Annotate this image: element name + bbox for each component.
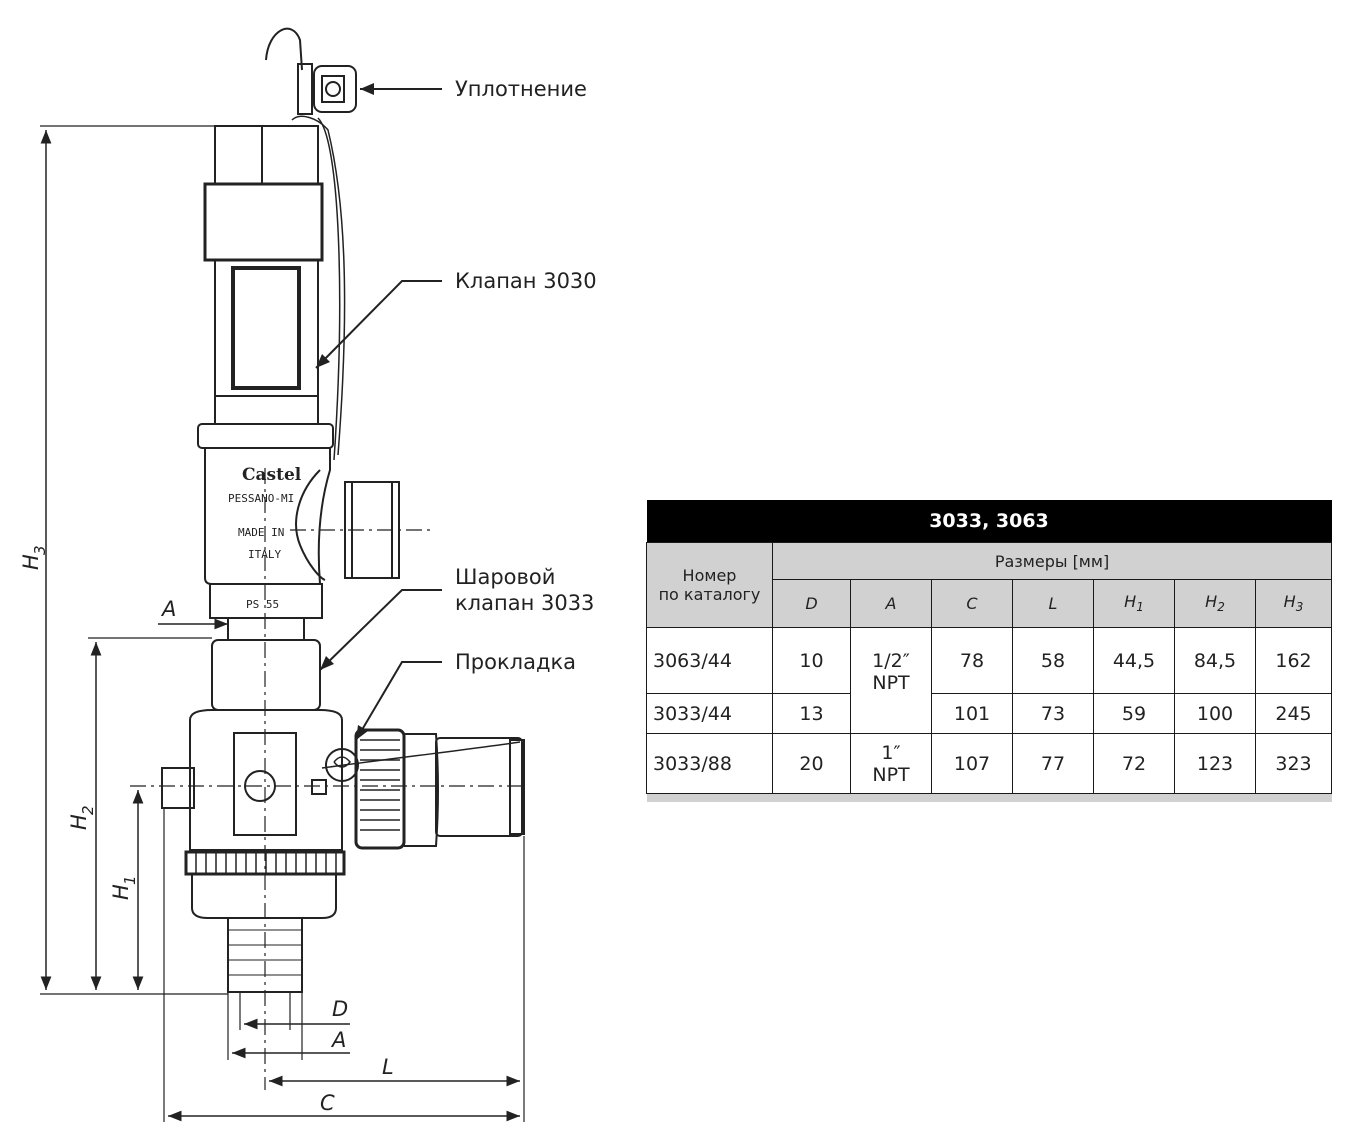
cell-h3: 323 [1255, 733, 1332, 794]
cell-d: 10 [772, 627, 851, 694]
made-in-marking: MADE IN [238, 526, 284, 539]
side-cap [435, 737, 523, 837]
ps-marking: PS 55 [246, 598, 279, 611]
cell-h3: 245 [1255, 693, 1332, 734]
label-h1-sub: 1 [121, 875, 139, 885]
cell-l: 58 [1012, 627, 1094, 694]
brand-marking: Castel [242, 465, 302, 485]
label-h1: H [109, 884, 133, 900]
cell-h2: 84,5 [1174, 627, 1256, 694]
cell-h2: 123 [1174, 733, 1256, 794]
leader-gasket [355, 661, 442, 741]
callout-ballvalve: Шаровой клапан 3033 [455, 565, 595, 615]
table-row: 3033/44 13 101 73 59 100 245 [646, 693, 1332, 734]
cell-catalog: 3033/88 [646, 733, 773, 794]
table-bottom-bar [646, 793, 1332, 802]
col-header-h1: H1 [1093, 579, 1175, 628]
cell-d: 13 [772, 693, 851, 734]
table-title: 3033, 3063 [646, 500, 1332, 543]
label-a-top: A [160, 597, 176, 621]
valve-flange [197, 423, 334, 449]
seal-tag [297, 63, 313, 115]
table-row: 3063/44 10 1/2″NPT 78 58 44,5 84,5 162 [646, 627, 1332, 734]
label-a-bottom: A [330, 1028, 346, 1052]
dims-header: Размеры [мм] [772, 542, 1332, 580]
cell-h1: 59 [1093, 693, 1175, 734]
label-l: L [382, 1055, 394, 1079]
cell-catalog: 3063/44 [646, 627, 773, 694]
cell-catalog: 3033/44 [646, 693, 773, 734]
cell-l: 73 [1012, 693, 1094, 734]
col-header-a: A [850, 579, 932, 628]
label-h2-sub: 2 [79, 805, 97, 815]
col-header-c: C [931, 579, 1013, 628]
cell-h2: 100 [1174, 693, 1256, 734]
ballvalve-body [189, 709, 343, 851]
cell-c: 107 [931, 733, 1013, 794]
label-d: D [332, 997, 348, 1021]
leader-valve3030 [315, 280, 442, 369]
cell-c: 78 [931, 627, 1013, 694]
leader-ballvalve [319, 589, 442, 671]
callout-seal: Уплотнение [455, 77, 587, 101]
label-h3-sub: 3 [31, 545, 49, 555]
cell-a-half-npt: 1/2″NPT [850, 627, 932, 734]
callout-gasket: Прокладка [455, 650, 577, 674]
cell-h1: 44,5 [1093, 627, 1175, 694]
cell-h1: 72 [1093, 733, 1175, 794]
table-row: 3033/88 20 1″NPT 107 77 72 123 323 [646, 733, 1332, 794]
cell-c: 101 [931, 693, 1013, 734]
seal-body [313, 65, 357, 113]
seal-wire [265, 27, 303, 71]
label-h2: H [67, 814, 91, 830]
label-h3: H [19, 554, 43, 570]
col-header-h2: H2 [1174, 579, 1256, 628]
country-marking: ITALY [248, 548, 281, 561]
side-knob [354, 728, 406, 850]
valve-nut [203, 182, 324, 262]
callout-valve3030: Клапан 3030 [455, 269, 597, 293]
location-marking: PESSANO-MI [228, 492, 294, 505]
cell-l: 77 [1012, 733, 1094, 794]
col-header-h3: H3 [1255, 579, 1332, 628]
valve-body [204, 447, 331, 585]
valve-cap [214, 125, 319, 185]
ballvalve-neck [211, 639, 321, 711]
col-header-l: L [1012, 579, 1094, 628]
col-header-d: D [772, 579, 851, 628]
label-c: C [320, 1091, 335, 1115]
cell-h3: 162 [1255, 627, 1332, 694]
cell-a-one-npt: 1″NPT [850, 733, 932, 794]
cell-d: 20 [772, 733, 851, 794]
